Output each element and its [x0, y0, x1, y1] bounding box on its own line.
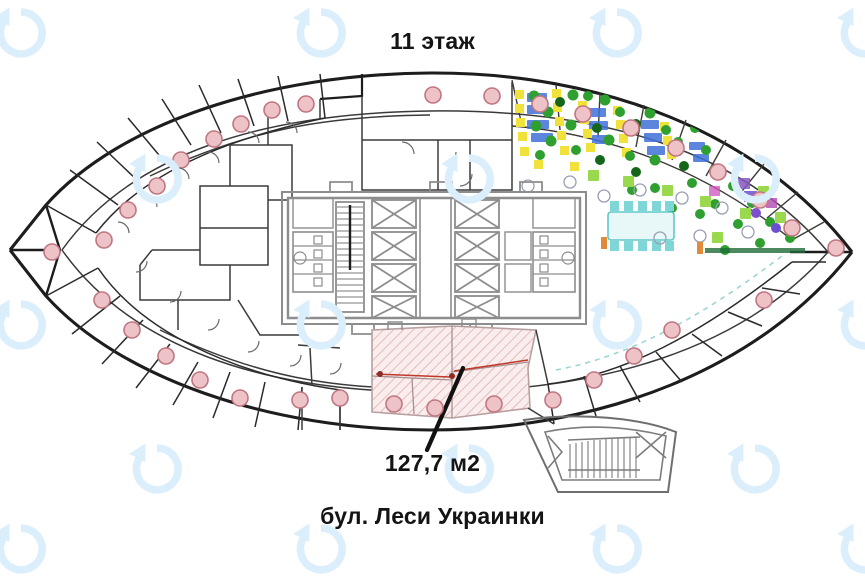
room-number-marker — [709, 163, 727, 181]
room-number-marker — [531, 95, 549, 113]
room-number-marker — [783, 219, 801, 237]
room-number-marker — [751, 191, 769, 209]
room-number-marker — [95, 231, 113, 249]
room-number-marker — [291, 391, 309, 409]
room-number-marker — [157, 347, 175, 365]
street-label: бул. Леси Украинки — [320, 503, 545, 529]
room-number-marker — [663, 321, 681, 339]
meeting-room-table — [607, 201, 675, 251]
core-staircase — [335, 201, 365, 313]
restroom-right — [504, 197, 576, 293]
room-number-marker — [263, 101, 281, 119]
area-leader-line — [424, 365, 466, 453]
room-number-marker — [148, 177, 166, 195]
room-number-marker — [331, 389, 349, 407]
room-number-marker — [232, 115, 250, 133]
room-number-marker — [574, 105, 592, 123]
area-label: 127,7 м2 — [384, 450, 481, 476]
room-number-marker — [205, 130, 223, 148]
room-number-marker — [544, 391, 562, 409]
room-number-marker — [755, 291, 773, 309]
room-number-marker — [172, 151, 190, 169]
room-number-marker — [426, 399, 444, 417]
restroom-left — [292, 197, 334, 293]
room-number-marker — [585, 371, 603, 389]
room-number-marker — [625, 347, 643, 365]
room-number-marker — [119, 201, 137, 219]
room-number-marker — [93, 291, 111, 309]
room-number-marker — [667, 139, 685, 157]
room-number-marker — [622, 119, 640, 137]
room-number-marker — [485, 395, 503, 413]
perimeter-rooms-lower-right — [547, 255, 826, 425]
room-number-marker — [483, 87, 501, 105]
room-number-marker — [827, 239, 845, 257]
room-number-marker — [231, 389, 249, 407]
room-number-marker — [123, 321, 141, 339]
room-number-marker — [191, 371, 209, 389]
elevator-shafts-right — [454, 199, 500, 319]
room-number-marker — [424, 86, 442, 104]
room-number-marker — [385, 395, 403, 413]
room-number-marker — [43, 243, 61, 261]
highlighted-unit[interactable] — [371, 318, 537, 419]
floor-title: 11 этаж — [390, 28, 475, 54]
interior-walls-top-middle — [319, 82, 513, 191]
room-number-marker — [297, 95, 315, 113]
central-core — [281, 181, 587, 335]
office-furniture-colored — [515, 89, 805, 255]
exterior-stair-bottom-right — [522, 415, 678, 493]
elevator-shafts-left — [371, 199, 417, 319]
